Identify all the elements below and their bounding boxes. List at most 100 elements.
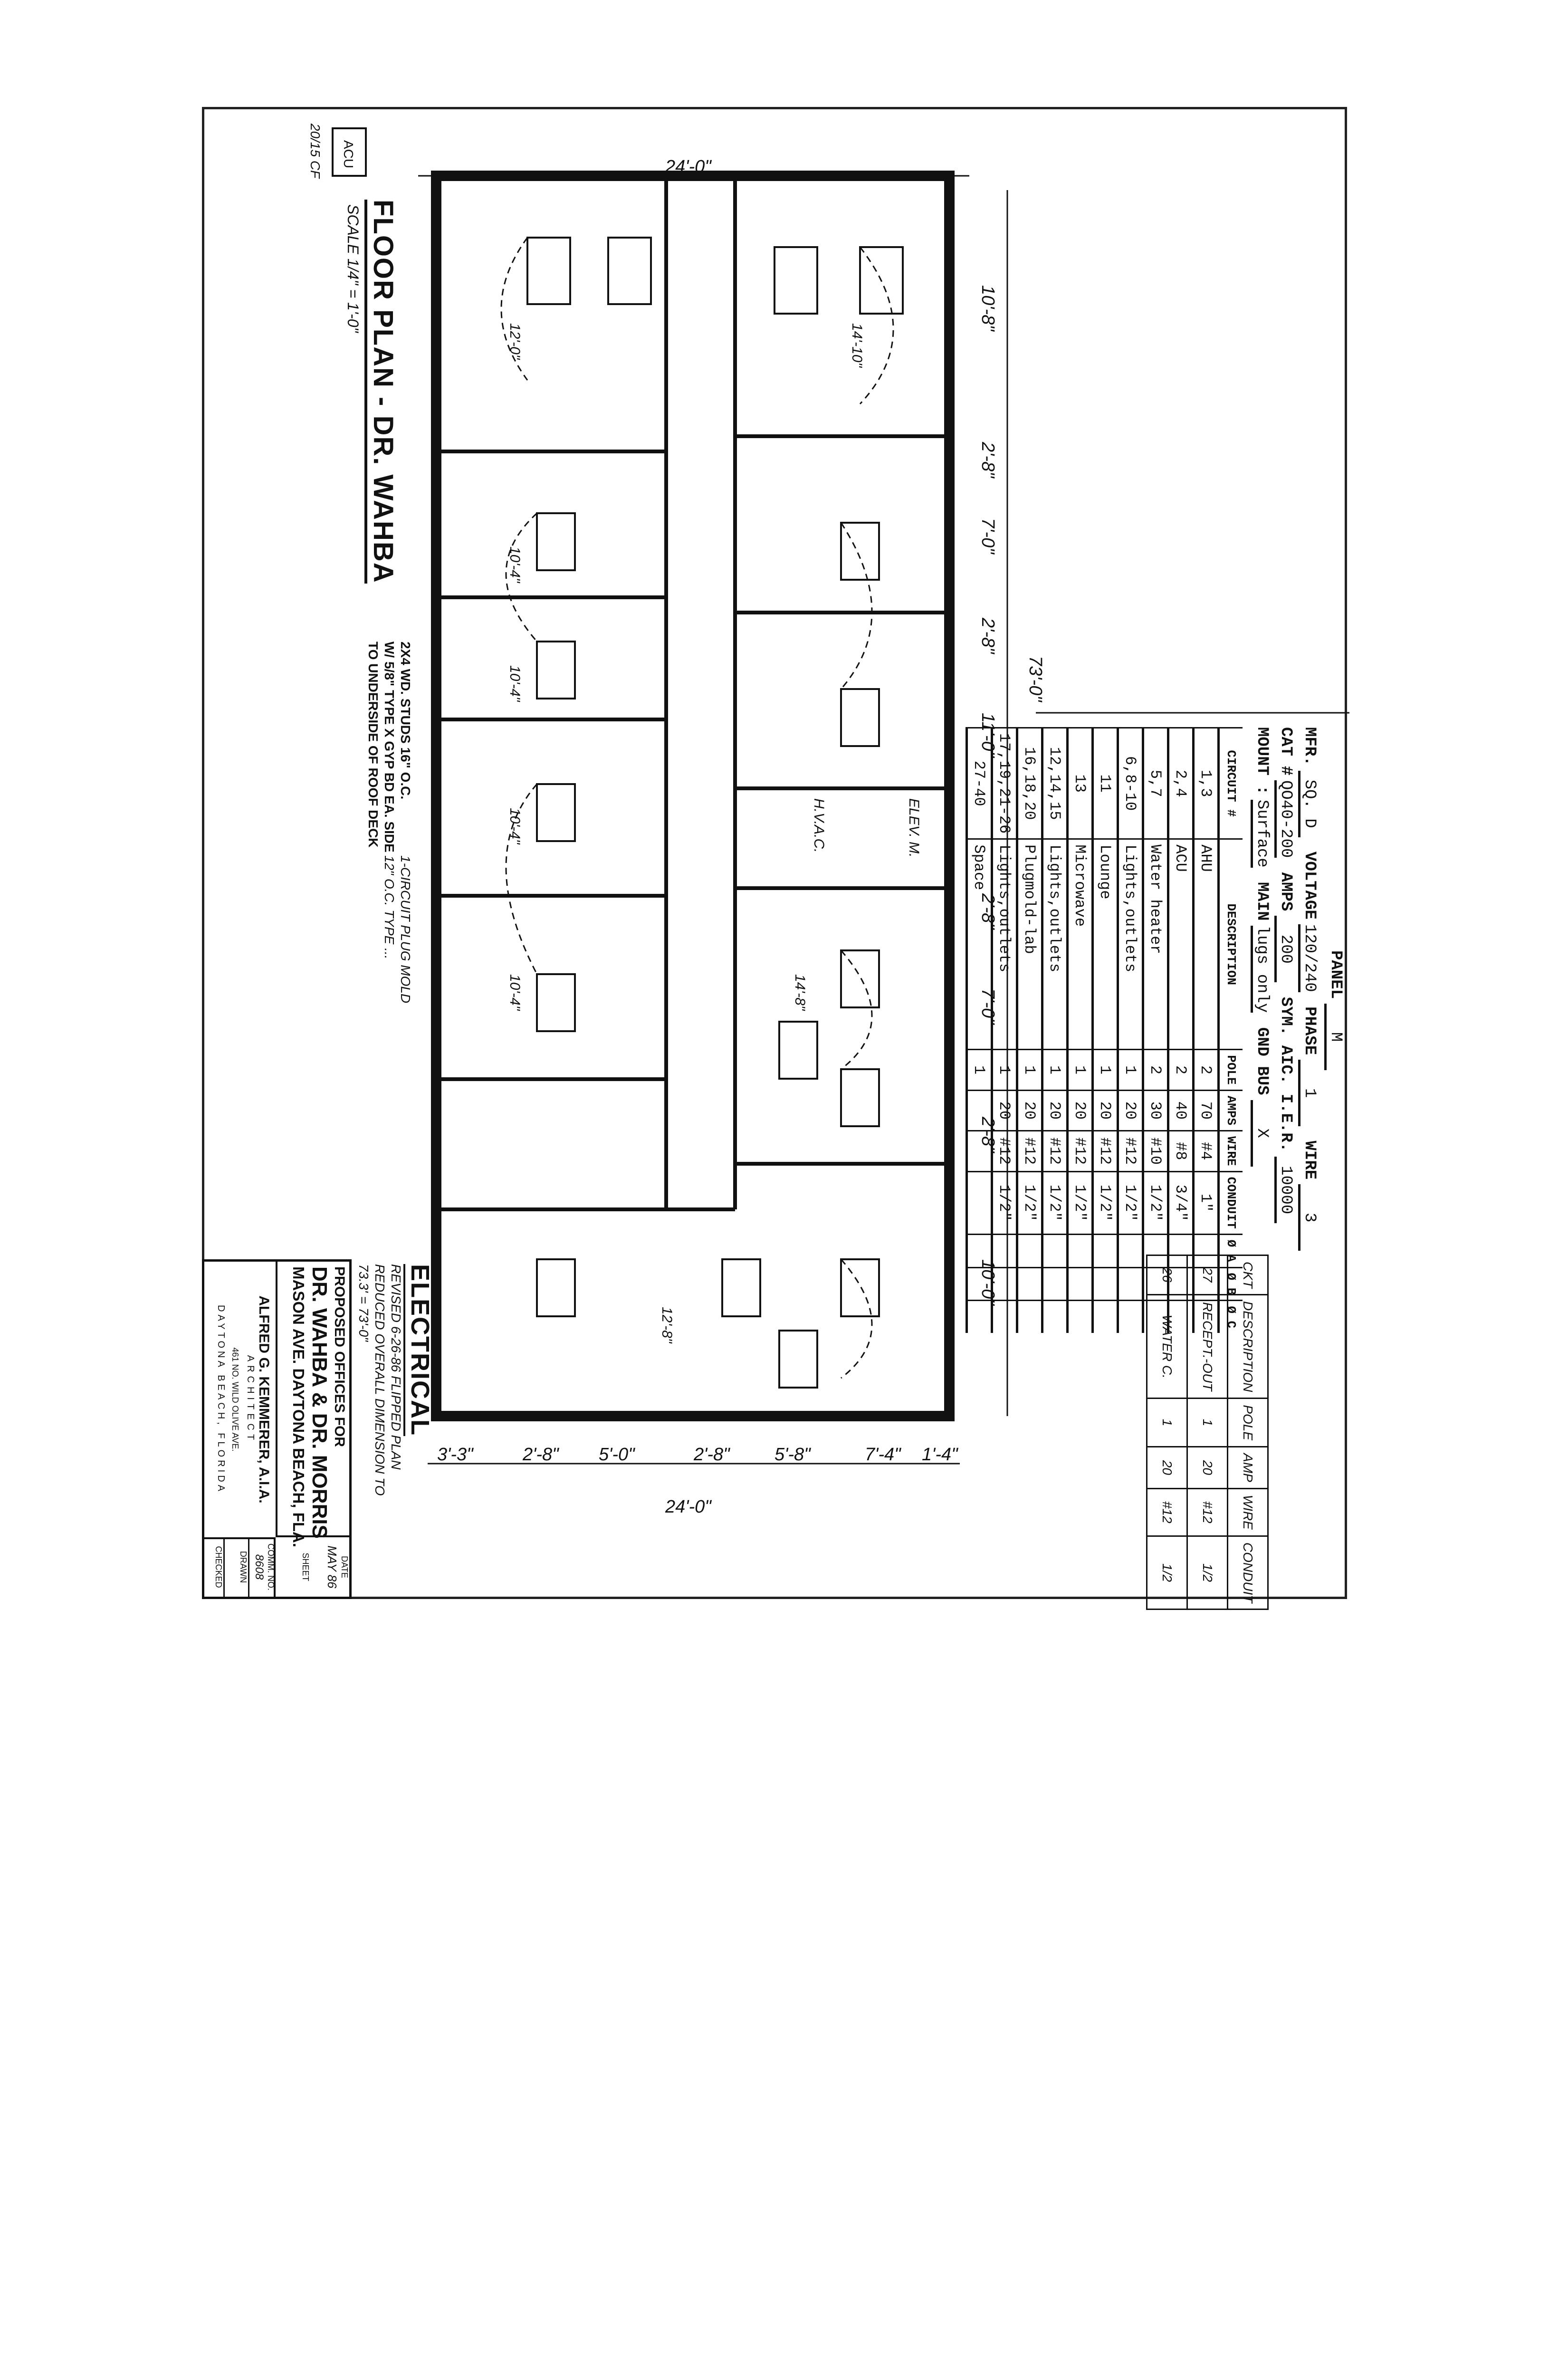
panel-header-row-3: MOUNT :Surface MAINlugs only GND BUSX bbox=[1251, 727, 1271, 1171]
panel-cell: 16,18,20 bbox=[1017, 728, 1042, 839]
dimension-bottom: 5'-0" bbox=[599, 1445, 635, 1465]
main-value: lugs only bbox=[1251, 925, 1271, 1013]
panel-cell bbox=[1092, 1267, 1118, 1301]
panel-cell: AHU bbox=[1193, 839, 1219, 1050]
panel-cell: 6,8-10 bbox=[1118, 728, 1143, 839]
panel-cell bbox=[1042, 1300, 1068, 1333]
dimension-side-overall: 73'-0" bbox=[1025, 656, 1045, 702]
panel-cell: 3/4" bbox=[1168, 1171, 1194, 1235]
comm-drawn-checked: COMM. NO. 8608 DRAWN CHECKED bbox=[204, 1537, 276, 1597]
plan-scale: SCALE 1/4" = 1'-0" bbox=[344, 204, 362, 333]
architect-address: 461 NO. WILD OLIVE AVE. bbox=[230, 1347, 240, 1452]
added-circuit-column-header: CKT bbox=[1227, 1255, 1268, 1295]
panel-cell: #10 bbox=[1143, 1131, 1168, 1171]
ac-unit bbox=[332, 127, 367, 177]
drawing-sheet: FLOOR PLAN - DR. WAHBA SCALE 1/4" = 1'-0… bbox=[190, 95, 1378, 1616]
panel-cell: 5,7 bbox=[1143, 728, 1168, 839]
panel-cell: Space bbox=[966, 839, 992, 1050]
date-box: DATE MAY 86 SHEET bbox=[274, 1537, 349, 1597]
panel-cell bbox=[1017, 1300, 1042, 1333]
panel-cell bbox=[1042, 1267, 1068, 1301]
panel-cell bbox=[1118, 1234, 1143, 1268]
room-dimension: 10'-4" bbox=[507, 546, 523, 583]
panel-cell bbox=[1017, 1234, 1042, 1268]
panel-cell: #12 bbox=[1118, 1131, 1143, 1171]
room-label-hvac: H.V.A.C. bbox=[811, 798, 827, 853]
panel-cell: 40 bbox=[1168, 1090, 1194, 1131]
dimension-bottom: 2'-8" bbox=[694, 1445, 730, 1465]
panel-cell: #12 bbox=[1092, 1131, 1118, 1171]
architect-city: DAYTONA BEACH, FLORIDA bbox=[216, 1305, 226, 1494]
checked-label: CHECKED bbox=[213, 1537, 225, 1597]
comm-number: 8608 bbox=[253, 1554, 266, 1580]
panel-cell: Lights,outlets bbox=[1118, 839, 1143, 1050]
added-circuit-cell: #12 bbox=[1147, 1488, 1187, 1536]
panel-cell: Lounge bbox=[1092, 839, 1118, 1050]
room-dimension: 10'-4" bbox=[507, 808, 523, 844]
sym-label: SYM. AIC. I.E.R. bbox=[1277, 996, 1295, 1152]
dimension-bottom-overall: 24'-0" bbox=[665, 1497, 711, 1517]
added-circuit-cell: 26 bbox=[1147, 1255, 1187, 1295]
plugmold-note: 1-CIRCUIT PLUG MOLD 12" O.C. TYPE ... bbox=[381, 855, 413, 1003]
architect-role: ARCHITECT bbox=[245, 1355, 256, 1444]
note-line: 12" O.C. TYPE ... bbox=[382, 855, 397, 959]
panel-cell: #12 bbox=[1017, 1131, 1042, 1171]
amps-label: AMPS bbox=[1277, 872, 1295, 911]
revision-note-line: REDUCED OVERALL DIMENSION TO bbox=[373, 1264, 387, 1496]
panel-id: M bbox=[1324, 1004, 1345, 1071]
panel-cell: #8 bbox=[1168, 1131, 1194, 1171]
dimension-bottom: 1'-4" bbox=[922, 1445, 958, 1465]
phase-label: PHASE bbox=[1300, 1006, 1319, 1055]
panel-cell: 1,3 bbox=[1193, 728, 1219, 839]
note-line: 1-CIRCUIT PLUG MOLD bbox=[398, 855, 413, 1004]
amps-value: 200 bbox=[1274, 916, 1295, 983]
added-circuit-column-header: DESCRIPTION bbox=[1227, 1294, 1268, 1399]
mfr-value: SQ. D bbox=[1298, 770, 1319, 837]
circuit-runs bbox=[500, 237, 894, 1379]
panel-column-header: WIRE bbox=[1218, 1131, 1243, 1171]
plan-title: FLOOR PLAN - DR. WAHBA bbox=[364, 200, 399, 584]
cat-label: CAT # bbox=[1277, 727, 1295, 776]
panel-cell: 1/2" bbox=[1092, 1171, 1118, 1235]
panel-cell: 1/2" bbox=[1118, 1171, 1143, 1235]
gnd-value: X bbox=[1251, 1100, 1271, 1167]
ac-note: 20/15 CF bbox=[308, 124, 323, 179]
panel-label: PANEL bbox=[1327, 950, 1345, 999]
panel-cell: ACU bbox=[1168, 839, 1194, 1050]
voltage-value: 120/240 bbox=[1298, 924, 1319, 992]
panel-cell: 20 bbox=[1067, 1090, 1093, 1131]
added-circuit-cell: 20 bbox=[1187, 1447, 1228, 1489]
panel-cell: 2,4 bbox=[1168, 728, 1194, 839]
ac-unit-label: ACU bbox=[341, 140, 356, 169]
panel-cell: 1/2" bbox=[1042, 1171, 1068, 1235]
panel-cell: 1 bbox=[1118, 1049, 1143, 1091]
revision-note-line: 73.3' = 73'-0" bbox=[356, 1264, 371, 1342]
panel-cell bbox=[966, 1234, 992, 1268]
added-circuit-cell: #12 bbox=[1187, 1488, 1228, 1536]
panel-cell bbox=[966, 1090, 992, 1131]
panel-column-header: DESCRIPTION bbox=[1218, 839, 1243, 1050]
gnd-label: GND BUS bbox=[1253, 1027, 1271, 1095]
note-line: TO UNDERSIDE OF ROOF DECK bbox=[366, 642, 381, 848]
panel-cell: Microwave bbox=[1067, 839, 1093, 1050]
added-circuit-cell: WATER C. bbox=[1147, 1294, 1187, 1399]
panel-cell: Water heater bbox=[1143, 839, 1168, 1050]
panel-cell bbox=[1092, 1234, 1118, 1268]
main-label: MAIN bbox=[1253, 882, 1271, 921]
title-block: PROPOSED OFFICES FOR DR. WAHBA & DR. MOR… bbox=[202, 1259, 352, 1599]
sheet-discipline-heading: ELECTRICAL bbox=[403, 1264, 435, 1436]
dimension-bottom: 5'-8" bbox=[774, 1445, 811, 1465]
mount-label: MOUNT : bbox=[1253, 727, 1271, 795]
panel-cell: #12 bbox=[1067, 1131, 1093, 1171]
panel-cell: 20 bbox=[1118, 1090, 1143, 1131]
room-dimension: 12'-8" bbox=[659, 1307, 675, 1343]
panel-column-header: CIRCUIT # bbox=[1218, 728, 1243, 839]
added-circuit-cell: 1 bbox=[1187, 1398, 1228, 1447]
